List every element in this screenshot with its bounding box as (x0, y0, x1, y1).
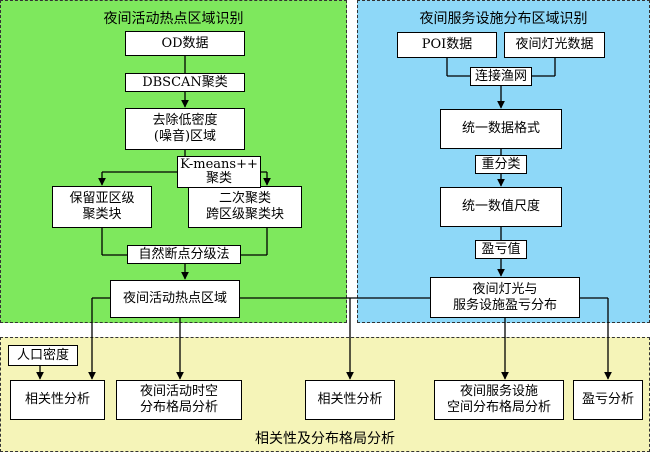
night-light-data-box: 夜间灯光数据 (504, 32, 605, 58)
surplus-value-label: 盈亏值 (475, 240, 527, 259)
night-hotspot-title: 夜间活动热点区域识别 (103, 11, 244, 27)
secondary-cluster-box: 二次聚类 跨区级聚类块 (188, 186, 302, 228)
kmeans-label: K-means++ 聚类 (177, 156, 261, 188)
hotspot-area-box: 夜间活动热点区域 (110, 280, 240, 318)
night-service-title: 夜间服务设施分布区域识别 (419, 11, 588, 27)
service-spatial-analysis-box: 夜间服务设施 空间分布格局分析 (434, 380, 564, 420)
population-density-box: 人口密度 (8, 345, 78, 366)
keep-subregion-box: 保留亚区级 聚类块 (52, 186, 152, 228)
light-service-distribution-box: 夜间灯光与 服务设施盈亏分布 (430, 277, 580, 318)
spatiotemporal-analysis-box: 夜间活动时空 分布格局分析 (116, 380, 242, 420)
correlation-analysis-1-box: 相关性分析 (10, 380, 105, 420)
unify-format-box: 统一数据格式 (440, 109, 562, 149)
analysis-title: 相关性及分布格局分析 (255, 431, 395, 447)
remove-low-density-box: 去除低密度 (噪音)区域 (125, 108, 245, 150)
od-data-box: OD数据 (125, 31, 245, 56)
natural-breaks-label: 自然断点分级法 (127, 245, 241, 264)
dbscan-label: DBSCAN聚类 (125, 73, 245, 92)
fishnet-label: 连接渔网 (470, 67, 532, 86)
reclassify-label: 重分类 (475, 155, 527, 174)
surplus-analysis-box: 盈亏分析 (573, 380, 643, 420)
unify-scale-box: 统一数值尺度 (440, 187, 562, 227)
correlation-analysis-2-box: 相关性分析 (305, 380, 395, 420)
poi-data-box: POI数据 (397, 32, 497, 58)
